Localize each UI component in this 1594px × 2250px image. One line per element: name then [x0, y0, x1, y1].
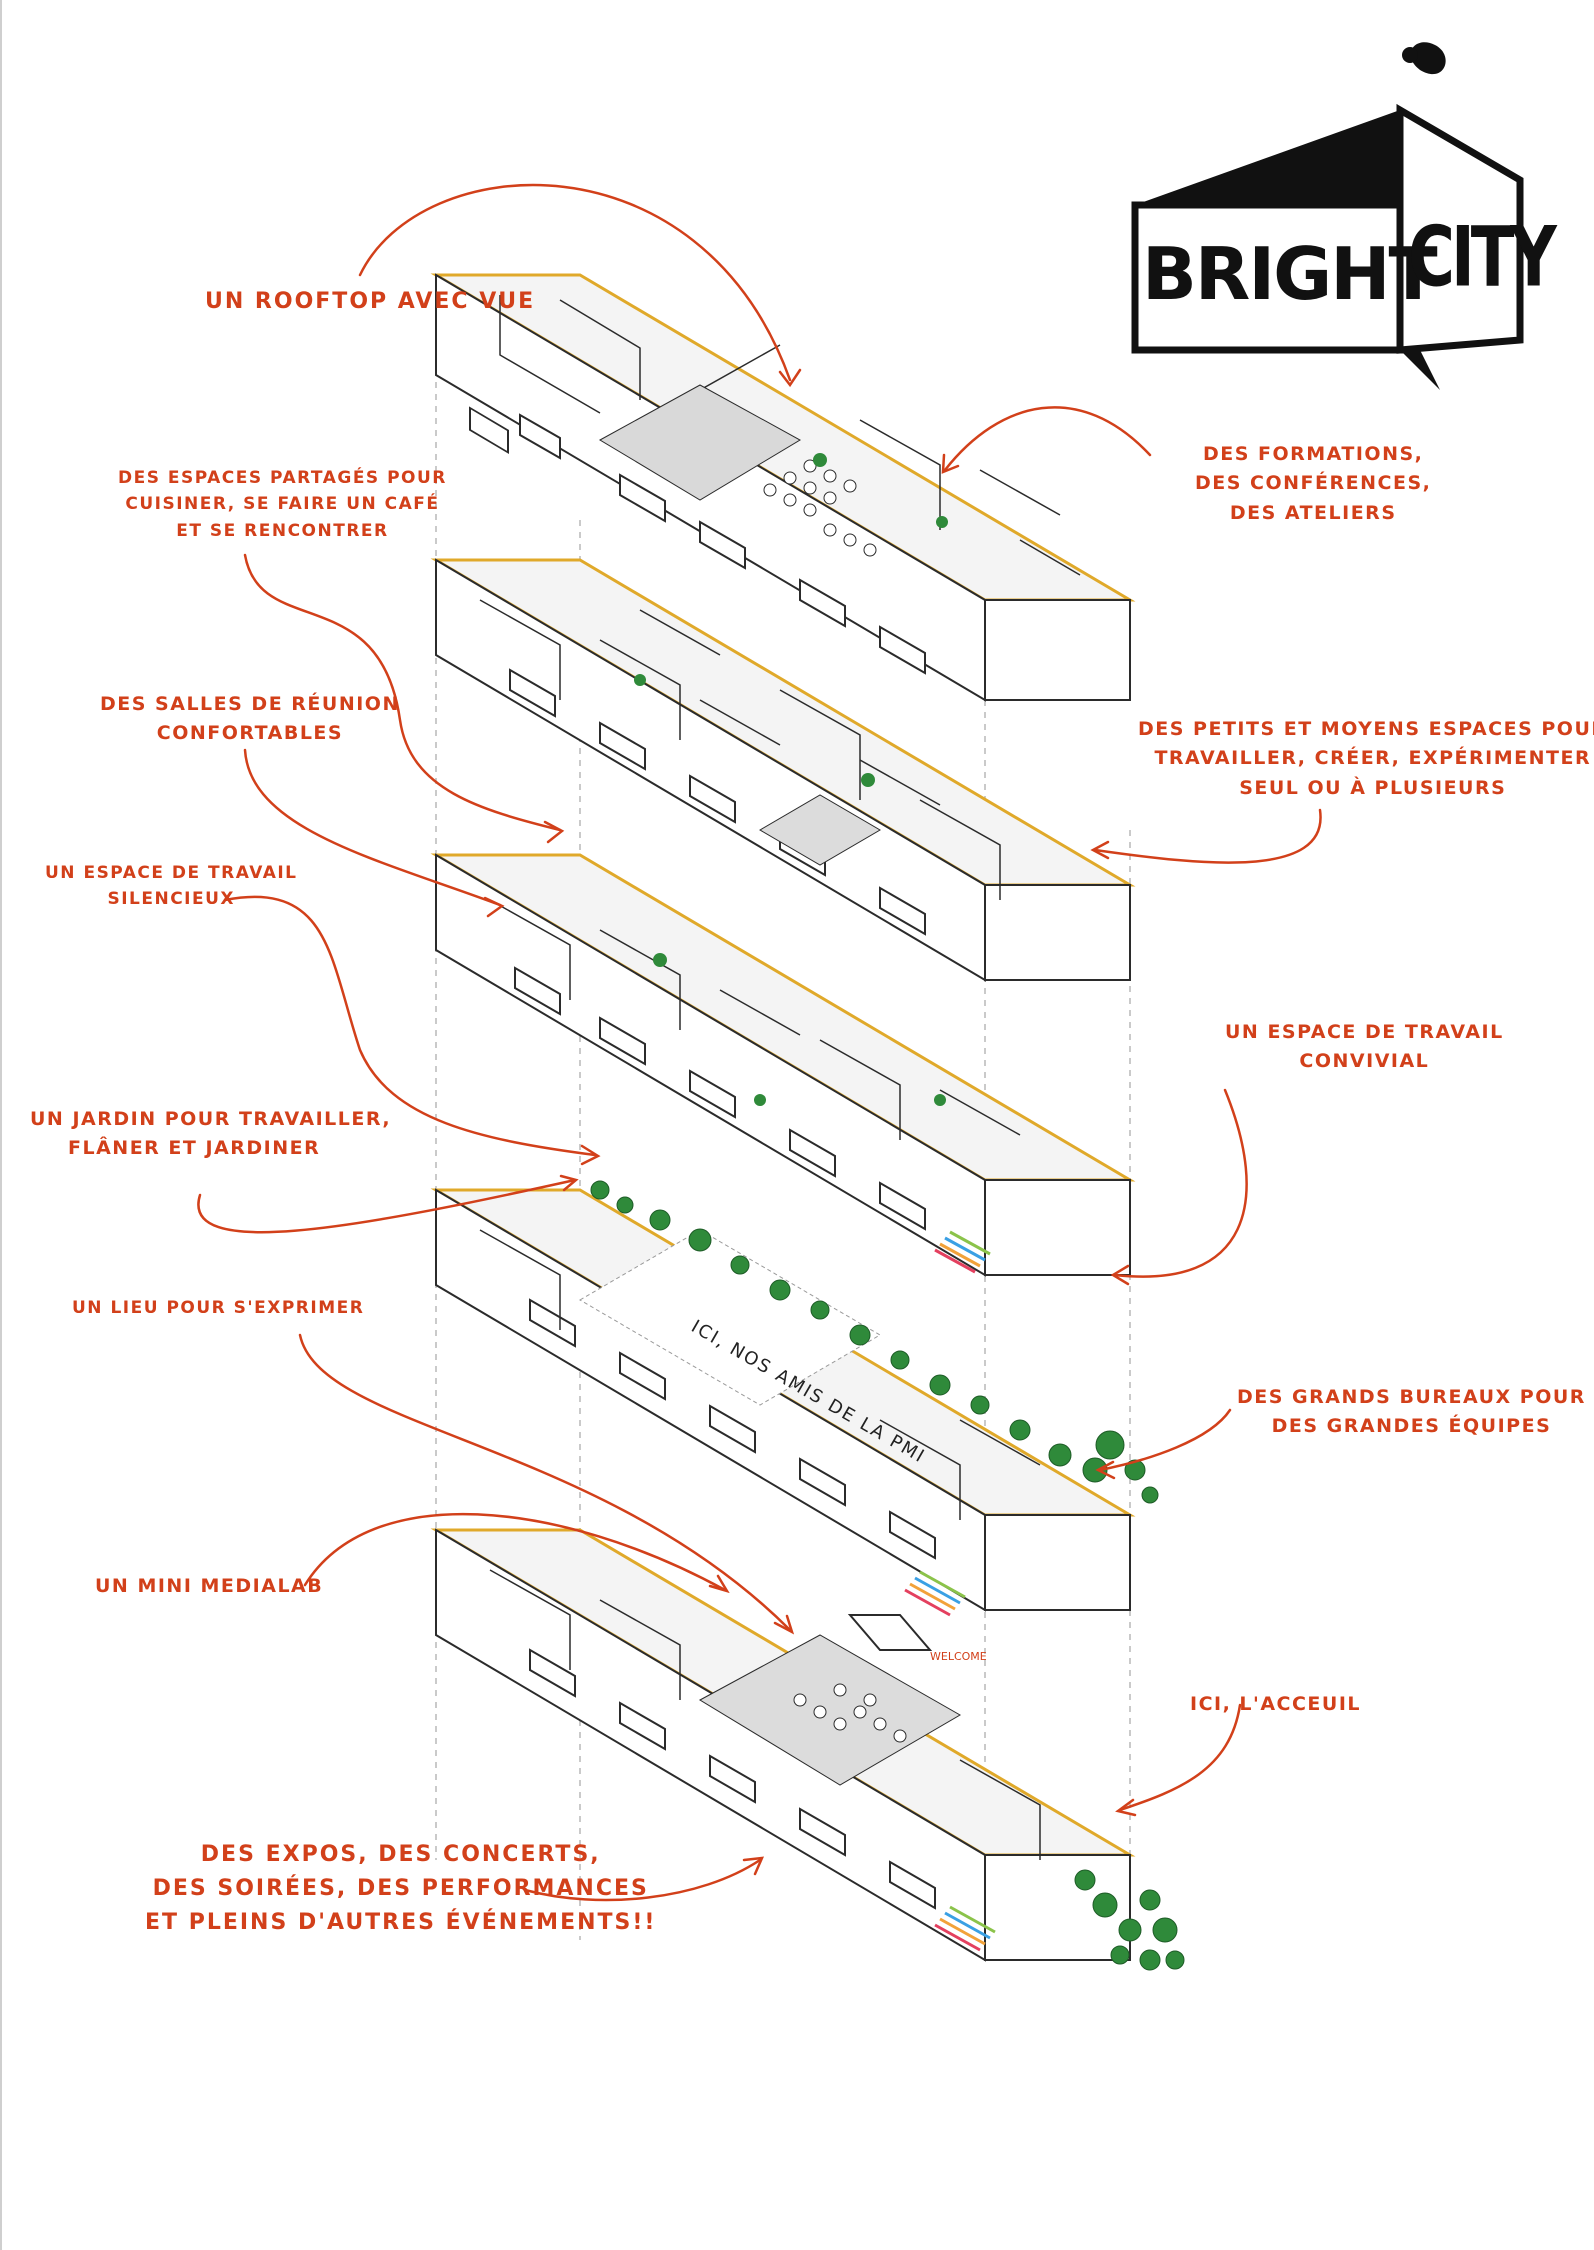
label-trainings: DES FORMATIONS, DES CONFÉRENCES, DES ATE… — [1195, 440, 1431, 528]
label-express: UN LIEU POUR S'EXPRIMER — [72, 1295, 364, 1321]
label-convivial-work-line-2: CONVIVIAL — [1299, 1050, 1430, 1073]
label-events-line-3: ET PLEINS D'AUTRES ÉVÉNEMENTS!! — [145, 1910, 657, 1936]
label-big-offices: DES GRANDS BUREAUX POUR DES GRANDES ÉQUI… — [1237, 1383, 1586, 1442]
label-shared-spaces-line-2: CUISINER, SE FAIRE UN CAFÉ — [125, 494, 440, 515]
floor-work-spaces — [430, 853, 1136, 1277]
label-small-spaces-line-1: DES PETITS ET MOYENS ESPACES POUR — [1138, 718, 1594, 740]
label-trainings-line-3: DES ATELIERS — [1229, 501, 1397, 524]
label-small-spaces-line-3: SEUL OU À PLUSIEURS — [1239, 776, 1507, 799]
label-meeting-rooms-line-1: DES SALLES DE RÉUNION — [100, 693, 400, 715]
floor-garden-pmi: ICI, NOS AMIS DE LA PMI WELCOME — [430, 1180, 1159, 1663]
label-shared-spaces-line-3: ET SE RENCONTRER — [176, 520, 389, 541]
label-garden: UN JARDIN POUR TRAVAILLER, FLÂNER ET JAR… — [30, 1105, 391, 1164]
brightcity-logo — [1131, 42, 1524, 390]
label-reception: ICI, L'ACCEUIL — [1190, 1690, 1361, 1719]
rainbow-stairs-ground — [904, 1570, 966, 1617]
floor-ground — [430, 1528, 1185, 1971]
label-express-text: UN LIEU POUR S'EXPRIMER — [72, 1298, 365, 1318]
label-medialab: UN MINI MEDIALAB — [95, 1572, 323, 1601]
label-events-line-2: DES SOIRÉES, DES PERFORMANCES — [152, 1876, 649, 1902]
annotation-arrows — [197, 183, 1322, 1902]
label-trainings-line-1: DES FORMATIONS, — [1202, 443, 1424, 465]
label-shared-spaces: DES ESPACES PARTAGÉS POUR CUISINER, SE F… — [118, 465, 447, 544]
label-medialab-text: UN MINI MEDIALAB — [95, 1575, 324, 1597]
floor-meeting-rooms — [430, 558, 1136, 982]
label-big-offices-line-1: DES GRANDS BUREAUX POUR — [1237, 1386, 1586, 1408]
label-convivial-work-line-1: UN ESPACE DE TRAVAIL — [1225, 1021, 1504, 1043]
logo-text-city: CITY — [1408, 210, 1557, 307]
label-rooftop-text: UN ROOFTOP AVEC VUE — [205, 289, 536, 314]
floor-rooftop — [430, 273, 1136, 702]
label-events: DES EXPOS, DES CONCERTS, DES SOIRÉES, DE… — [145, 1838, 656, 1940]
label-events-line-1: DES EXPOS, DES CONCERTS, — [200, 1842, 601, 1867]
label-meeting-rooms-line-2: CONFORTABLES — [156, 722, 344, 745]
label-silent-work-line-2: SILENCIEUX — [107, 889, 236, 910]
rainbow-stairs — [934, 1230, 991, 1274]
label-garden-line-1: UN JARDIN POUR TRAVAILLER, — [30, 1108, 392, 1130]
entrance-plants — [1074, 1869, 1185, 1971]
garden-plants — [590, 1180, 1159, 1504]
label-reception-text: ICI, L'ACCEUIL — [1190, 1693, 1362, 1715]
label-big-offices-line-2: DES GRANDES ÉQUIPES — [1271, 1415, 1552, 1438]
label-small-spaces-line-2: TRAVAILLER, CRÉER, EXPÉRIMENTER — [1154, 747, 1592, 770]
label-silent-work-line-1: UN ESPACE DE TRAVAIL — [45, 863, 298, 883]
label-silent-work: UN ESPACE DE TRAVAIL SILENCIEUX — [45, 860, 298, 913]
label-rooftop: UN ROOFTOP AVEC VUE — [205, 285, 535, 319]
rainbow-stairs-basement — [934, 1905, 996, 1952]
label-small-spaces: DES PETITS ET MOYENS ESPACES POUR TRAVAI… — [1138, 715, 1594, 803]
label-trainings-line-2: DES CONFÉRENCES, — [1195, 472, 1432, 495]
label-garden-line-2: FLÂNER ET JARDINER — [68, 1137, 321, 1160]
welcome-sign-text: WELCOME — [930, 1650, 987, 1663]
label-shared-spaces-line-1: DES ESPACES PARTAGÉS POUR — [118, 468, 447, 488]
label-convivial-work: UN ESPACE DE TRAVAIL CONVIVIAL — [1225, 1018, 1504, 1077]
label-meeting-rooms: DES SALLES DE RÉUNION CONFORTABLES — [100, 690, 400, 749]
logo-text-bright: BRIGHT — [1142, 232, 1438, 316]
